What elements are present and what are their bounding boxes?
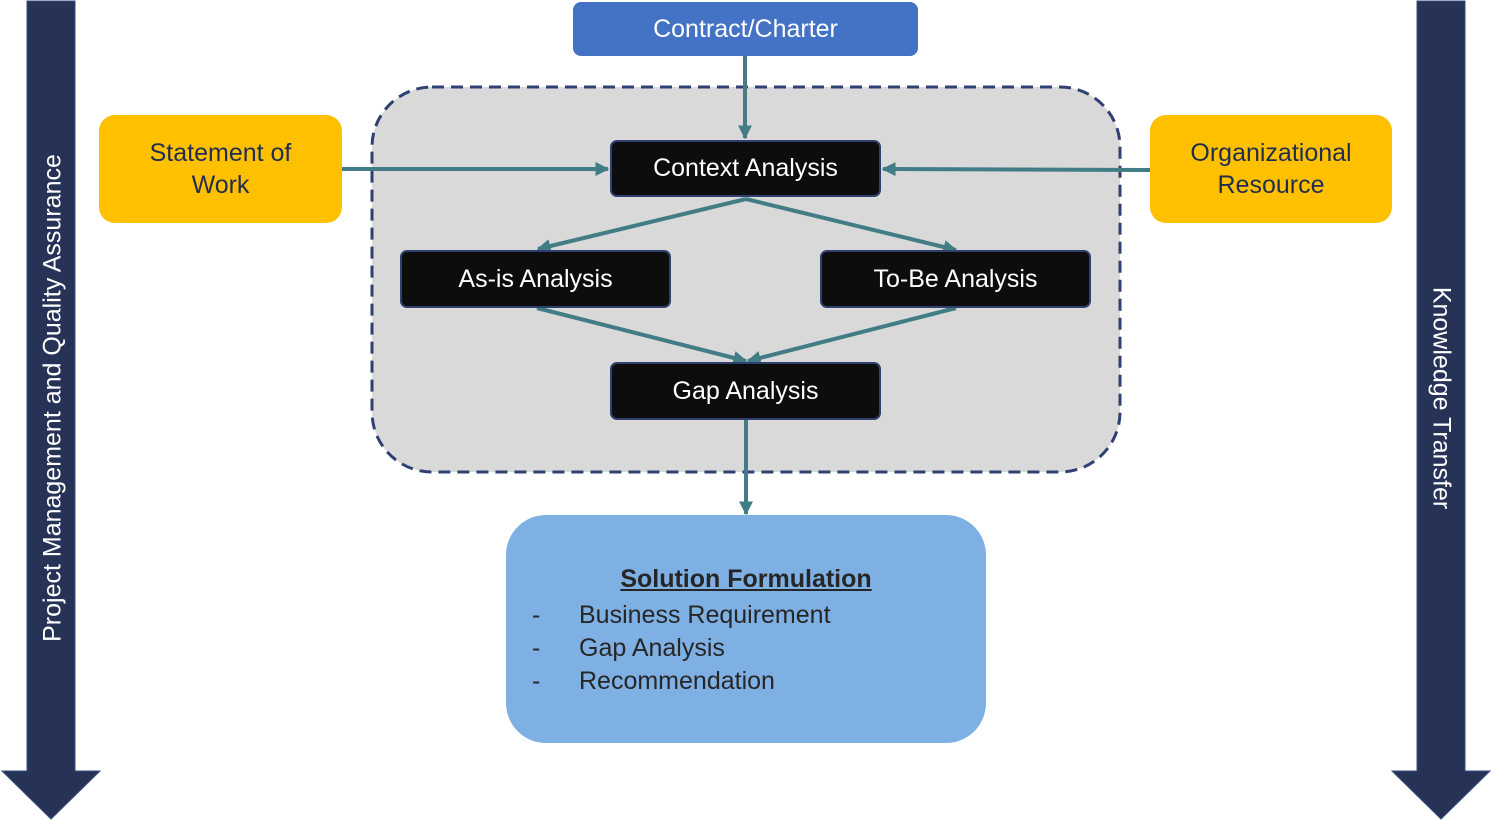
as-is-analysis-node: As-is Analysis — [400, 250, 671, 308]
to-be-analysis-node: To-Be Analysis — [820, 250, 1091, 308]
organizational-resource-line-2: Resource — [1217, 171, 1325, 199]
solution-item-label: Recommendation — [579, 667, 775, 695]
left-side-arrow — [0, 0, 102, 820]
connector-tobe-to-gap — [746, 306, 957, 365]
contract-charter-label: Contract/Charter — [653, 14, 838, 43]
solution-items-list: - Business Requirement - Gap Analysis - … — [532, 599, 831, 698]
solution-formulation-box: Solution Formulation - Business Requirem… — [506, 515, 986, 743]
context-analysis-node: Context Analysis — [610, 140, 881, 197]
organizational-resource-box: Organizational Resource — [1150, 115, 1392, 223]
connector-context-to-tobe — [745, 197, 958, 254]
bullet-dash: - — [532, 601, 541, 629]
solution-item: - Recommendation — [532, 665, 831, 698]
contract-charter-box: Contract/Charter — [573, 2, 918, 56]
connector-asis-to-gap — [536, 306, 748, 365]
context-analysis-label: Context Analysis — [653, 154, 838, 182]
solution-formulation-title: Solution Formulation — [620, 565, 872, 593]
organizational-resource-line-1: Organizational — [1190, 139, 1352, 167]
statement-of-work-line-1: Statement of — [149, 139, 292, 167]
solution-item-label: Gap Analysis — [579, 634, 725, 662]
bullet-dash: - — [532, 634, 541, 662]
right-side-arrow — [1390, 0, 1492, 820]
as-is-analysis-label: As-is Analysis — [458, 264, 613, 293]
gap-analysis-node: Gap Analysis — [610, 362, 881, 420]
left-side-label: Project Management and Quality Assurance — [38, 154, 67, 642]
statement-of-work-line-2: Work — [191, 171, 250, 199]
connector-org-to-context — [881, 162, 1151, 177]
solution-item: - Business Requirement — [532, 599, 831, 632]
statement-of-work-box: Statement of Work — [99, 115, 342, 223]
solution-item-label: Business Requirement — [579, 601, 831, 629]
solution-item: - Gap Analysis — [532, 632, 831, 665]
right-side-label: Knowledge Transfer — [1427, 286, 1456, 510]
connector-context-to-asis — [536, 197, 747, 253]
to-be-analysis-label: To-Be Analysis — [873, 264, 1038, 293]
bullet-dash: - — [532, 667, 541, 695]
gap-analysis-label: Gap Analysis — [672, 376, 819, 405]
